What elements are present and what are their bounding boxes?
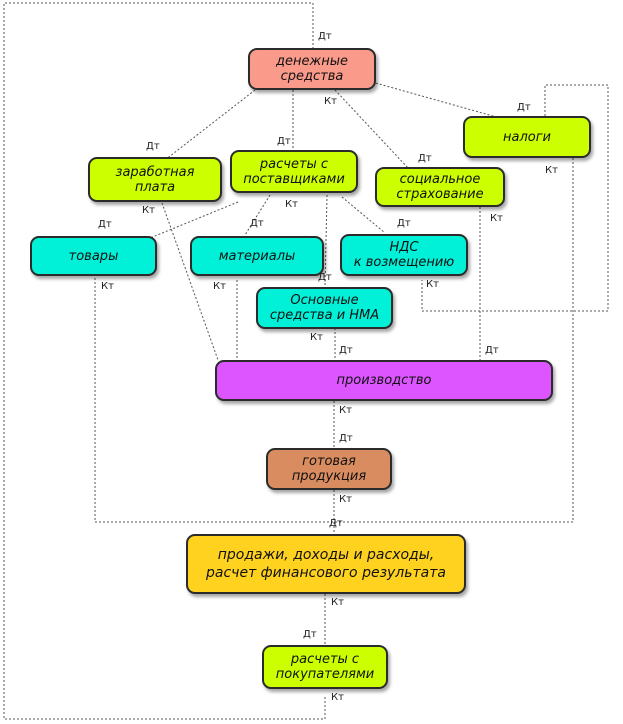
label-credit: Кт bbox=[213, 281, 226, 292]
label-debit: Дт bbox=[339, 433, 353, 444]
node-money: денежные средства bbox=[248, 48, 376, 90]
label-credit: Кт bbox=[339, 405, 352, 416]
node-salary: заработная плата bbox=[88, 157, 222, 202]
node-customers: расчеты с покупателями bbox=[262, 645, 388, 689]
node-suppliers: расчеты с поставщиками bbox=[230, 150, 358, 193]
node-production: производство bbox=[215, 360, 553, 401]
node-fixed-assets-label: Основные средства и НМА bbox=[269, 293, 380, 323]
node-sales-results-label: продажи, доходы и расходы, расчет финанс… bbox=[206, 547, 446, 581]
label-debit: Дт bbox=[485, 345, 499, 356]
label-credit: Кт bbox=[331, 597, 344, 608]
label-debit: Дт bbox=[329, 518, 343, 529]
node-suppliers-label: расчеты с поставщиками bbox=[243, 156, 345, 187]
node-taxes: налоги bbox=[463, 116, 591, 158]
label-credit: Кт bbox=[324, 96, 337, 107]
label-debit: Дт bbox=[146, 141, 160, 152]
label-debit: Дт bbox=[303, 629, 317, 640]
label-credit: Кт bbox=[285, 199, 298, 210]
node-vat-label: НДС к возмещению bbox=[353, 240, 455, 270]
node-salary-label: заработная плата bbox=[115, 164, 195, 195]
label-debit: Дт bbox=[277, 136, 291, 147]
node-sales-results: продажи, доходы и расходы, расчет финанс… bbox=[186, 534, 466, 594]
label-debit: Дт bbox=[250, 218, 264, 229]
label-debit: Дт bbox=[517, 102, 531, 113]
node-money-label: денежные средства bbox=[276, 54, 348, 84]
node-social-label: социальное страхование bbox=[396, 172, 484, 202]
node-production-label: производство bbox=[336, 373, 432, 388]
node-materials-label: материалы bbox=[218, 248, 296, 264]
label-credit: Кт bbox=[545, 165, 558, 176]
label-credit: Кт bbox=[101, 281, 114, 292]
node-taxes-label: налоги bbox=[502, 129, 551, 145]
node-customers-label: расчеты с покупателями bbox=[275, 652, 375, 682]
label-debit: Дт bbox=[418, 153, 432, 164]
node-social: социальное страхование bbox=[375, 167, 505, 207]
node-finished-goods-label: готовая продукция bbox=[291, 454, 367, 484]
node-materials: материалы bbox=[190, 236, 324, 276]
label-credit: Кт bbox=[331, 692, 344, 703]
label-credit: Кт bbox=[426, 279, 439, 290]
label-debit: Дт bbox=[318, 31, 332, 42]
label-credit: Кт bbox=[339, 494, 352, 505]
label-credit: Кт bbox=[490, 213, 503, 224]
label-debit: Дт bbox=[339, 345, 353, 356]
node-goods: товары bbox=[30, 236, 157, 276]
label-credit: Кт bbox=[310, 332, 323, 343]
label-credit: Кт bbox=[142, 205, 155, 216]
node-finished-goods: готовая продукция bbox=[266, 448, 392, 490]
node-vat: НДС к возмещению bbox=[340, 234, 468, 276]
label-debit: Дт bbox=[397, 218, 411, 229]
label-debit: Дт bbox=[318, 272, 332, 283]
node-goods-label: товары bbox=[68, 248, 119, 264]
label-debit: Дт bbox=[98, 219, 112, 230]
node-fixed-assets: Основные средства и НМА bbox=[256, 287, 393, 329]
